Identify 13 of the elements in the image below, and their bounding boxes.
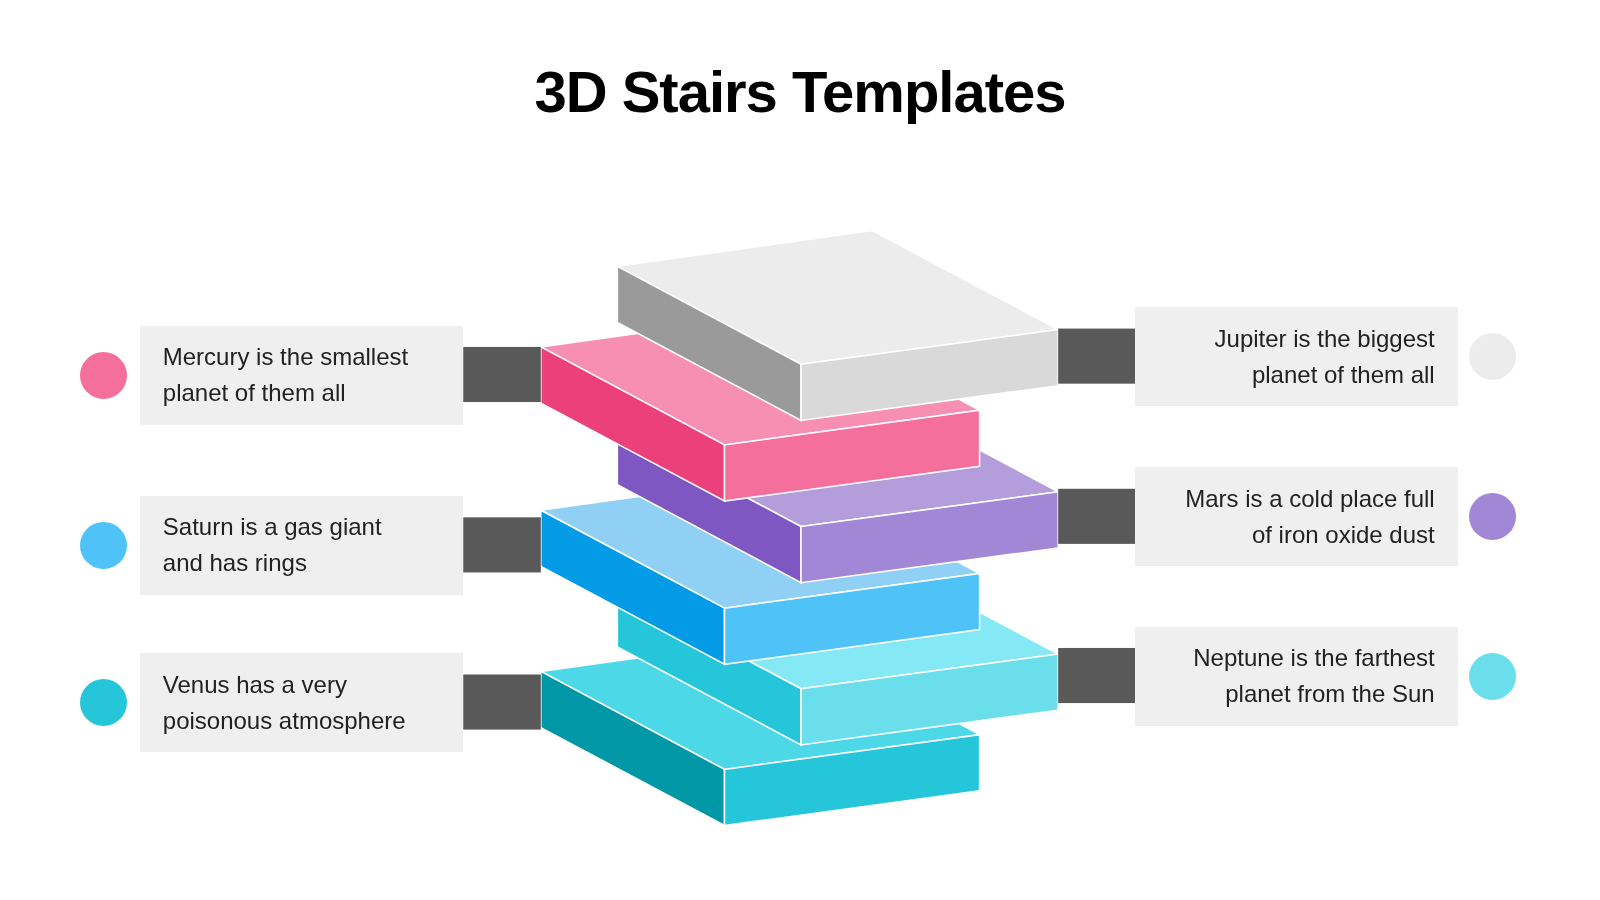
description-text: Saturn is a gas giant and has rings xyxy=(162,512,383,579)
text-box xyxy=(139,653,463,753)
description-text: Neptune is the farthest planet from the Sun xyxy=(1192,643,1435,709)
title: 3D Stairs Templates xyxy=(534,58,1066,125)
description-text: Jupiter is the biggest planet of them all xyxy=(1213,323,1435,390)
text-box xyxy=(1134,467,1458,567)
text-box xyxy=(139,495,463,595)
text-box xyxy=(139,325,463,425)
description-text: Mars is a cold place full of iron oxide dust xyxy=(1184,483,1435,550)
description-text: Mercury is the smallest planet of them all xyxy=(162,342,410,408)
text-box xyxy=(1134,307,1458,407)
text-box xyxy=(1134,626,1458,726)
description-text: Venus has a very poisonous atmosphere xyxy=(162,669,407,736)
